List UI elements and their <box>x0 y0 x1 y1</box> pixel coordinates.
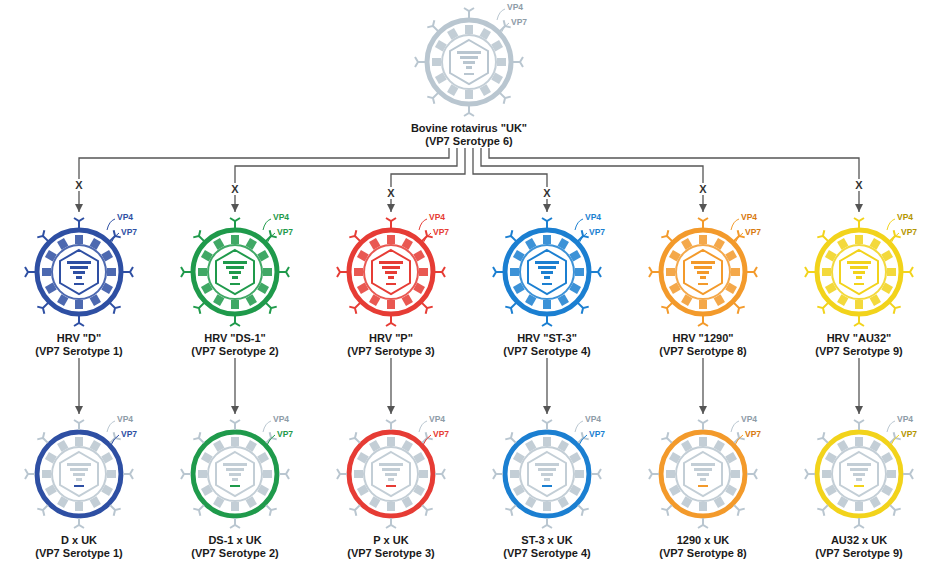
serotype-label: (VP7 Serotype 8) <box>627 547 779 560</box>
virus-node: HRV "1290"(VP7 Serotype 8) VP4VP7 <box>627 212 779 358</box>
protein-label: VP4 <box>585 212 601 222</box>
virus-node: AU32 x UK(VP7 Serotype 9) VP4VP7 <box>783 414 935 560</box>
virus-node: 1290 x UK(VP7 Serotype 8) VP4VP7 <box>627 414 779 560</box>
serotype-label: (VP7 Serotype 8) <box>627 345 779 358</box>
virus-node: HRV "AU32"(VP7 Serotype 9) VP4VP7 <box>783 212 935 358</box>
protein-label: VP7 <box>277 429 293 439</box>
cross-mark: X <box>853 179 864 191</box>
serotype-label: (VP7 Serotype 3) <box>315 547 467 560</box>
virus-name: D x UK <box>3 534 155 547</box>
virus-name: HRV "AU32" <box>783 332 935 345</box>
protein-label: VP4 <box>585 414 601 424</box>
virus-node: Bovine rotavirus "UK"(VP7 Serotype 6) VP4… <box>379 2 559 148</box>
virus-name: HRV "ST-3" <box>471 332 623 345</box>
protein-label: VP7 <box>121 429 137 439</box>
protein-label: VP4 <box>429 414 445 424</box>
virus-node: HRV "D"(VP7 Serotype 1) VP4VP7 <box>3 212 155 358</box>
virus-node: HRV "P"(VP7 Serotype 3) VP4VP7 <box>315 212 467 358</box>
serotype-label: (VP7 Serotype 9) <box>783 547 935 560</box>
virus-name: P x UK <box>315 534 467 547</box>
protein-label: VP7 <box>745 429 761 439</box>
virus-node: P x UK(VP7 Serotype 3) VP4VP7 <box>315 414 467 560</box>
virus-name: Bovine rotavirus "UK" <box>379 122 559 135</box>
virus-name: AU32 x UK <box>783 534 935 547</box>
protein-label: VP4 <box>273 212 289 222</box>
cross-arrow <box>235 148 457 212</box>
protein-label: VP7 <box>589 227 605 237</box>
serotype-label: (VP7 Serotype 4) <box>471 345 623 358</box>
cross-mark: X <box>73 179 84 191</box>
protein-label: VP4 <box>897 414 913 424</box>
protein-label: VP4 <box>741 212 757 222</box>
cross-arrow <box>234 358 235 414</box>
protein-label: VP7 <box>901 227 917 237</box>
virus-node: HRV "ST-3"(VP7 Serotype 4) VP4VP7 <box>471 212 623 358</box>
cross-arrow <box>858 358 859 414</box>
cross-arrow <box>391 148 465 212</box>
protein-label: VP4 <box>117 414 133 424</box>
cross-arrow <box>489 148 859 212</box>
virus-name: 1290 x UK <box>627 534 779 547</box>
protein-label: VP4 <box>897 212 913 222</box>
cross-arrow <box>78 358 79 414</box>
protein-label: VP4 <box>507 2 523 12</box>
protein-label: VP7 <box>433 429 449 439</box>
serotype-label: (VP7 Serotype 1) <box>3 345 155 358</box>
virus-name: HRV "D" <box>3 332 155 345</box>
cross-mark: X <box>229 183 240 195</box>
virus-name: ST-3 x UK <box>471 534 623 547</box>
serotype-label: (VP7 Serotype 1) <box>3 547 155 560</box>
virus-node: HRV "DS-1"(VP7 Serotype 2) VP4VP7 <box>159 212 311 358</box>
protein-label: VP7 <box>277 227 293 237</box>
cross-arrow <box>390 358 391 414</box>
serotype-label: (VP7 Serotype 2) <box>159 345 311 358</box>
cross-mark: X <box>385 187 396 199</box>
protein-label: VP7 <box>511 17 527 27</box>
cross-mark: X <box>541 187 552 199</box>
protein-label: VP7 <box>433 227 449 237</box>
protein-label: VP4 <box>429 212 445 222</box>
serotype-label: (VP7 Serotype 2) <box>159 547 311 560</box>
serotype-label: (VP7 Serotype 4) <box>471 547 623 560</box>
cross-mark: X <box>697 183 708 195</box>
protein-label: VP7 <box>901 429 917 439</box>
virus-node: ST-3 x UK(VP7 Serotype 4) VP4VP7 <box>471 414 623 560</box>
virus-name: DS-1 x UK <box>159 534 311 547</box>
virus-name: HRV "1290" <box>627 332 779 345</box>
protein-label: VP4 <box>273 414 289 424</box>
virus-name: HRV "DS-1" <box>159 332 311 345</box>
protein-label: VP7 <box>589 429 605 439</box>
protein-label: VP4 <box>117 212 133 222</box>
cross-arrow <box>546 358 547 414</box>
cross-arrow <box>702 358 703 414</box>
protein-label: VP7 <box>745 227 761 237</box>
virus-name: HRV "P" <box>315 332 467 345</box>
serotype-label: (VP7 Serotype 3) <box>315 345 467 358</box>
protein-label: VP7 <box>121 227 137 237</box>
protein-label: VP4 <box>741 414 757 424</box>
virus-node: D x UK(VP7 Serotype 1) VP4VP7 <box>3 414 155 560</box>
serotype-label: (VP7 Serotype 6) <box>379 135 559 148</box>
cross-arrow <box>79 148 449 212</box>
virus-node: DS-1 x UK(VP7 Serotype 2) VP4VP7 <box>159 414 311 560</box>
serotype-label: (VP7 Serotype 9) <box>783 345 935 358</box>
